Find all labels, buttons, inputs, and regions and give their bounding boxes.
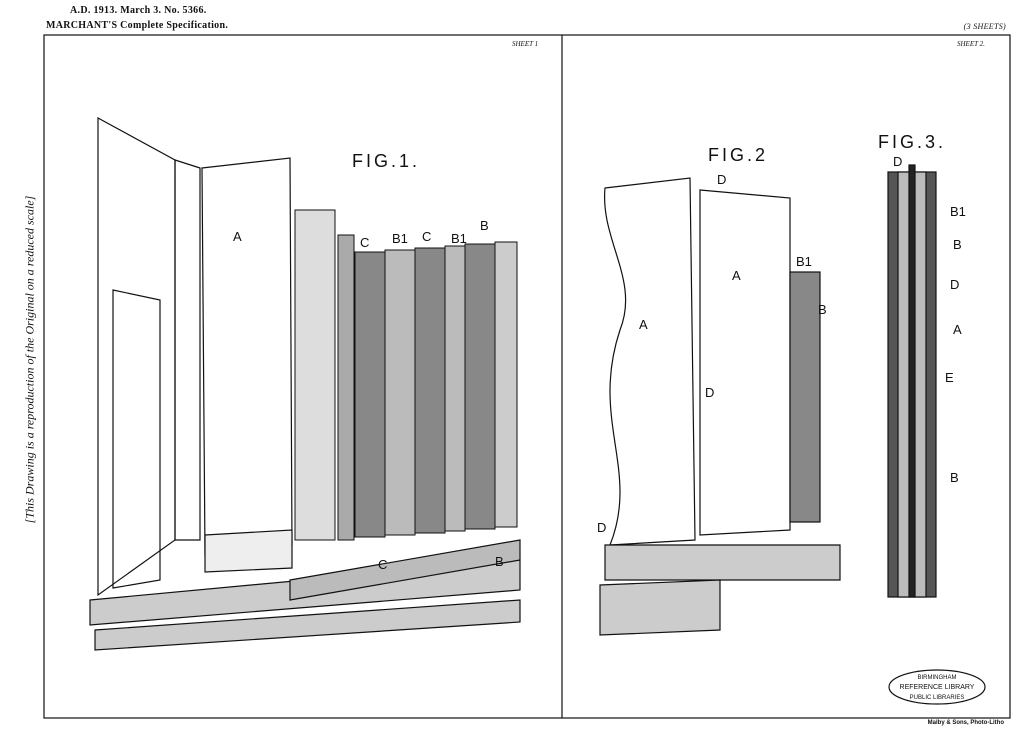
fig1-label-a: A	[233, 229, 242, 244]
sheet-label-2: SHEET 2.	[957, 40, 985, 48]
fig1-label-b1: B1	[392, 231, 408, 246]
fig3-label-a: A	[953, 322, 962, 337]
figure-3: FIG.3. D B1 B D A E B	[878, 132, 966, 598]
fig3-label-b: B	[953, 237, 962, 252]
fig2-label-d: D	[705, 385, 714, 400]
fig1-title: FIG.1.	[352, 151, 420, 171]
patent-number: A.D. 1913. March 3. No. 5366.	[70, 5, 207, 16]
fig1-label-b: B	[480, 218, 489, 233]
fig2-label-a: A	[639, 317, 648, 332]
fig2-label-d: D	[597, 520, 606, 535]
library-stamp: BIRMINGHAM REFERENCE LIBRARY PUBLIC LIBR…	[888, 669, 986, 705]
sheet-border	[43, 34, 1011, 719]
fig1-label-c: C	[422, 229, 431, 244]
stamp-top: BIRMINGHAM	[918, 675, 957, 681]
fig1-label-b: B	[495, 554, 504, 569]
stamp-middle: REFERENCE LIBRARY	[900, 684, 975, 691]
fig2-title: FIG.2	[708, 145, 768, 165]
fig1-label-c: C	[378, 557, 387, 572]
figure-2: FIG.2 D B1 A B A D D	[597, 145, 841, 636]
printer-credit: Malby & Sons, Photo-Litho	[927, 720, 1004, 726]
specification-title: MARCHANT'S Complete Specification.	[46, 20, 229, 31]
fig3-label-d: D	[893, 154, 902, 169]
fig2-label-d: D	[717, 172, 726, 187]
sheet-count: (3 SHEETS)	[963, 22, 1006, 31]
fig2-label-b: B	[818, 302, 827, 317]
fig3-label-e: E	[945, 370, 954, 385]
fig1-label-c: C	[360, 235, 369, 250]
figure-1: FIG.1. A C B1 C B1 B C B	[89, 116, 521, 651]
fig3-title: FIG.3.	[878, 132, 946, 152]
fig3-label-b: B	[950, 470, 959, 485]
fig1-label-b1: B1	[451, 231, 467, 246]
fig2-label-a: A	[732, 268, 741, 283]
fig3-label-d: D	[950, 277, 959, 292]
fig2-label-b1: B1	[796, 254, 812, 269]
stamp-bottom: PUBLIC LIBRARIES	[910, 695, 965, 701]
sheet-label-1: SHEET 1	[512, 40, 539, 48]
fig3-label-b1: B1	[950, 204, 966, 219]
